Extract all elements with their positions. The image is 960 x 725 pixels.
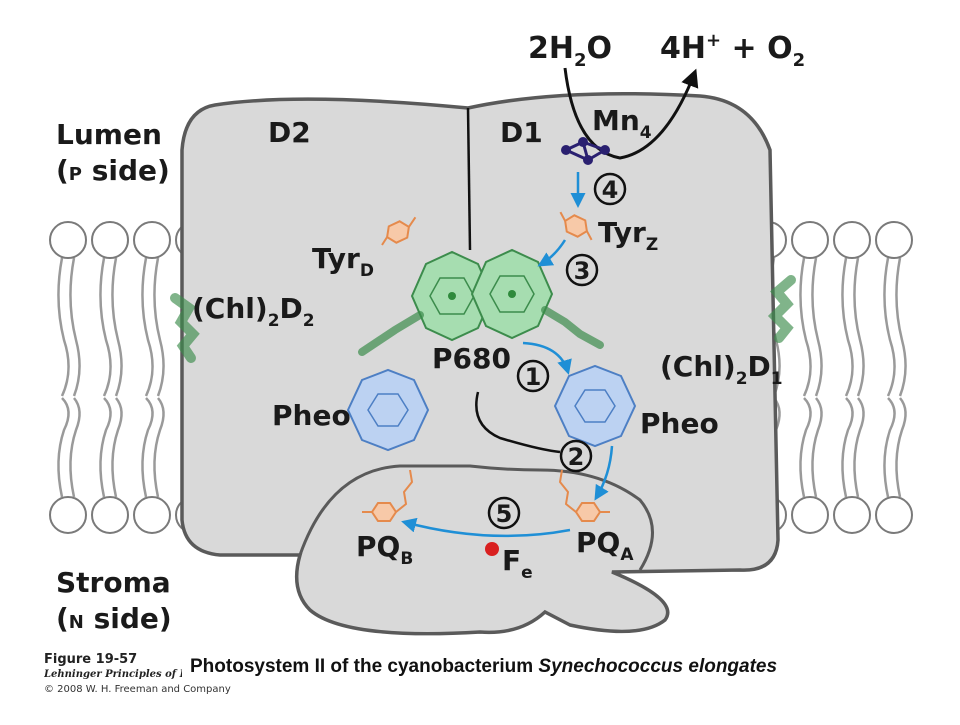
tyr-d-ring [381,216,417,246]
pqb-molecule [362,469,414,522]
chl-d1-label: (Chl)2D1 [660,350,783,389]
tyr-z-ring [559,211,593,241]
step-marker-3: 3 [565,253,599,287]
arrow-step-3 [537,239,567,267]
figure-copyright: © 2008 W. H. Freeman and Company [44,684,231,695]
electron-path-line [475,391,561,454]
arrow-step-5 [401,517,571,538]
oxygen-products: 4H+ + O2 [660,30,805,71]
d1-d2-divider [466,107,472,251]
fe-atom [485,542,499,556]
step-marker-1: 1 [516,359,550,393]
svg-text:2: 2 [568,443,585,471]
svg-text:1: 1 [525,363,542,391]
species-name: Synechococcus elongates [538,656,778,677]
figure-number: Figure 19-57 [44,652,138,667]
mn4-label: Mn4 [592,104,652,143]
water-oxidation-arrow [563,67,699,160]
pqa-molecule [558,469,610,522]
p680-label: P680 [432,342,511,375]
chl-d1-accessory [767,275,796,343]
chl-d2-label: (Chl)2D2 [192,292,315,331]
svg-text:4: 4 [602,176,619,204]
pheo-left-molecule [346,368,430,452]
mn4-cluster [561,137,610,165]
lumen-label: Lumen [56,118,162,151]
step-marker-2: 2 [559,439,593,473]
tyr-z-label: TyrZ [598,216,658,255]
d1-label: D1 [500,116,543,149]
d2-label: D2 [268,116,311,149]
tyr-d-label: TyrD [312,242,374,281]
svg-text:5: 5 [496,500,513,528]
step-marker-4: 4 [593,172,627,206]
arrow-step-1 [522,341,572,375]
lumen-side-label: (P side) [56,154,170,187]
figure-caption: Photosystem II of the cyanobacterium Syn… [190,656,778,677]
stroma-pocket-outline [298,464,654,571]
water-reactant: 2H2O [528,31,612,71]
p680-special-pair [358,248,604,356]
chl-d2-accessory [170,293,200,363]
stroma-label: Stroma [56,566,171,599]
fe-label: Fe [502,544,533,583]
figure-book-title: Lehninger Principles of Biochemistry [44,669,182,680]
arrow-step-2 [594,445,614,501]
svg-text:3: 3 [574,257,591,285]
pqa-label: PQA [576,526,634,565]
pheo-left-label: Pheo [272,399,351,432]
pqb-label: PQB [356,530,413,569]
stroma-side-label: (N side) [56,602,172,635]
pheo-right-molecule [553,364,637,448]
pheo-right-label: Pheo [640,407,719,440]
step-marker-5: 5 [487,496,521,530]
